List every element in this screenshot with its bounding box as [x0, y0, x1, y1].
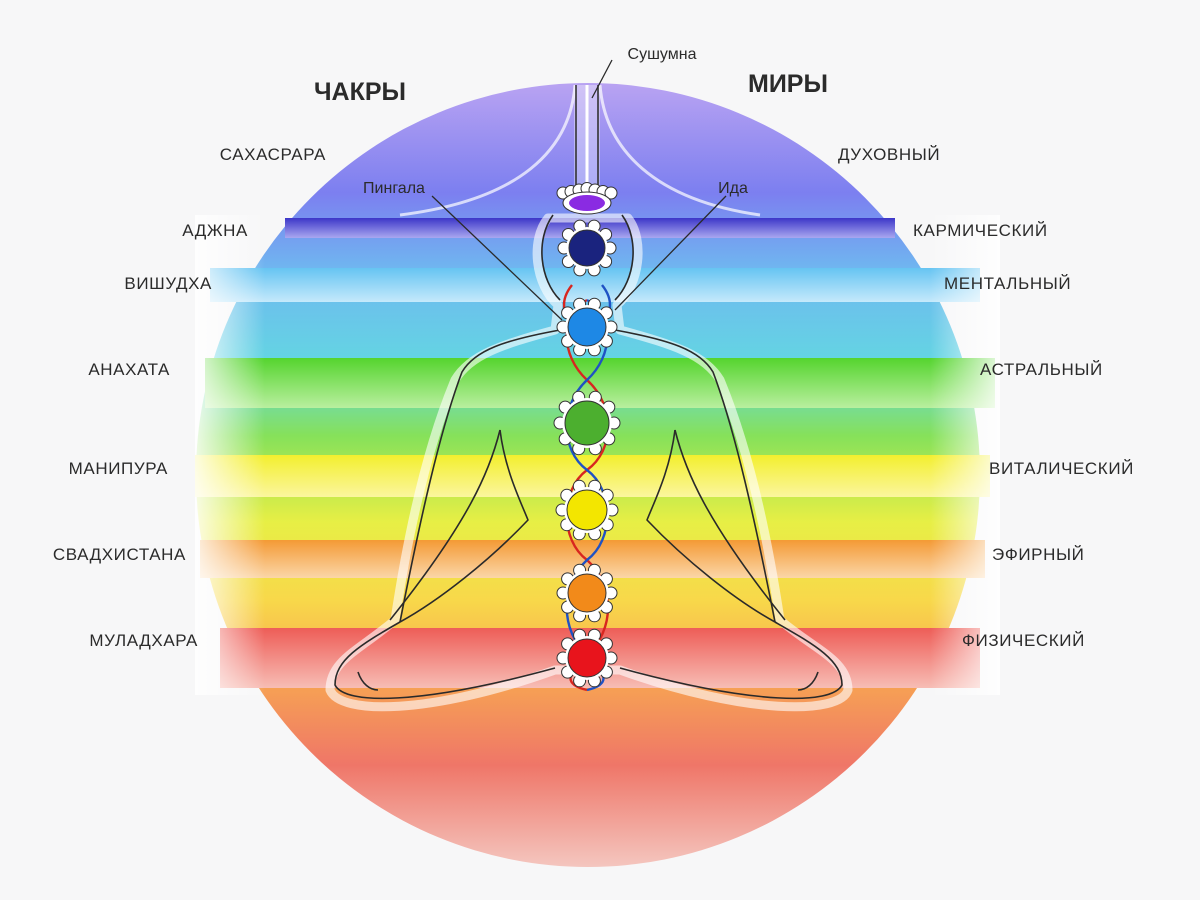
- band-fade-right: [930, 215, 1000, 695]
- chakra-label-manipura: МАНИПУРА: [69, 459, 168, 478]
- world-label-mental: МЕНТАЛЬНЫЙ: [944, 274, 1071, 293]
- chakra-svadhisthana: [556, 563, 618, 623]
- chakra-label-sahasrara: САХАСРАРА: [220, 145, 326, 164]
- chakra-sahasrara: [556, 182, 618, 215]
- chakra-anahata: [553, 390, 621, 456]
- chakra-vishuddha: [556, 297, 618, 357]
- chakra-muladhara: [556, 628, 618, 688]
- figure-outline: [334, 214, 843, 700]
- chakra-label-ajna: АДЖНА: [182, 221, 248, 240]
- ida-label: Ида: [718, 180, 748, 197]
- sushumna-pointer: [591, 59, 613, 99]
- chakra-ajna: [557, 219, 617, 277]
- chakra-label-svadhisthana: СВАДХИСТАНА: [53, 545, 186, 564]
- chakras-heading: ЧАКРЫ: [314, 78, 406, 106]
- chakra-label-muladhara: МУЛАДХАРА: [89, 631, 198, 650]
- worlds-heading: МИРЫ: [748, 70, 828, 98]
- chakra-manipura: [555, 479, 619, 541]
- world-label-physical: ФИЗИЧЕСКИЙ: [962, 631, 1085, 650]
- world-label-etheric: ЭФИРНЫЙ: [992, 545, 1084, 564]
- chakra-label-anahata: АНАХАТА: [88, 360, 170, 379]
- chakra-label-vishuddha: ВИШУДХА: [124, 274, 212, 293]
- ida-pointer: [614, 195, 727, 311]
- world-label-karmic: КАРМИЧЕСКИЙ: [913, 221, 1048, 240]
- chakra-circles: [553, 182, 621, 688]
- world-label-astral: АСТРАЛЬНЫЙ: [980, 360, 1103, 379]
- pingala-label: Пингала: [363, 180, 425, 197]
- pingala-pointer: [431, 195, 563, 321]
- crown-right-curve: [598, 84, 761, 217]
- world-label-spiritual: ДУХОВНЫЙ: [838, 145, 940, 164]
- meditating-figure: [325, 213, 853, 712]
- world-label-vital: ВИТАЛИЧЕСКИЙ: [989, 459, 1134, 478]
- crown-left-curve: [399, 84, 577, 217]
- sushumna-channel: [574, 85, 600, 200]
- pointer-lines: [431, 59, 727, 321]
- sushumna-label: Сушумна: [628, 46, 697, 63]
- band-fade-left: [195, 215, 265, 695]
